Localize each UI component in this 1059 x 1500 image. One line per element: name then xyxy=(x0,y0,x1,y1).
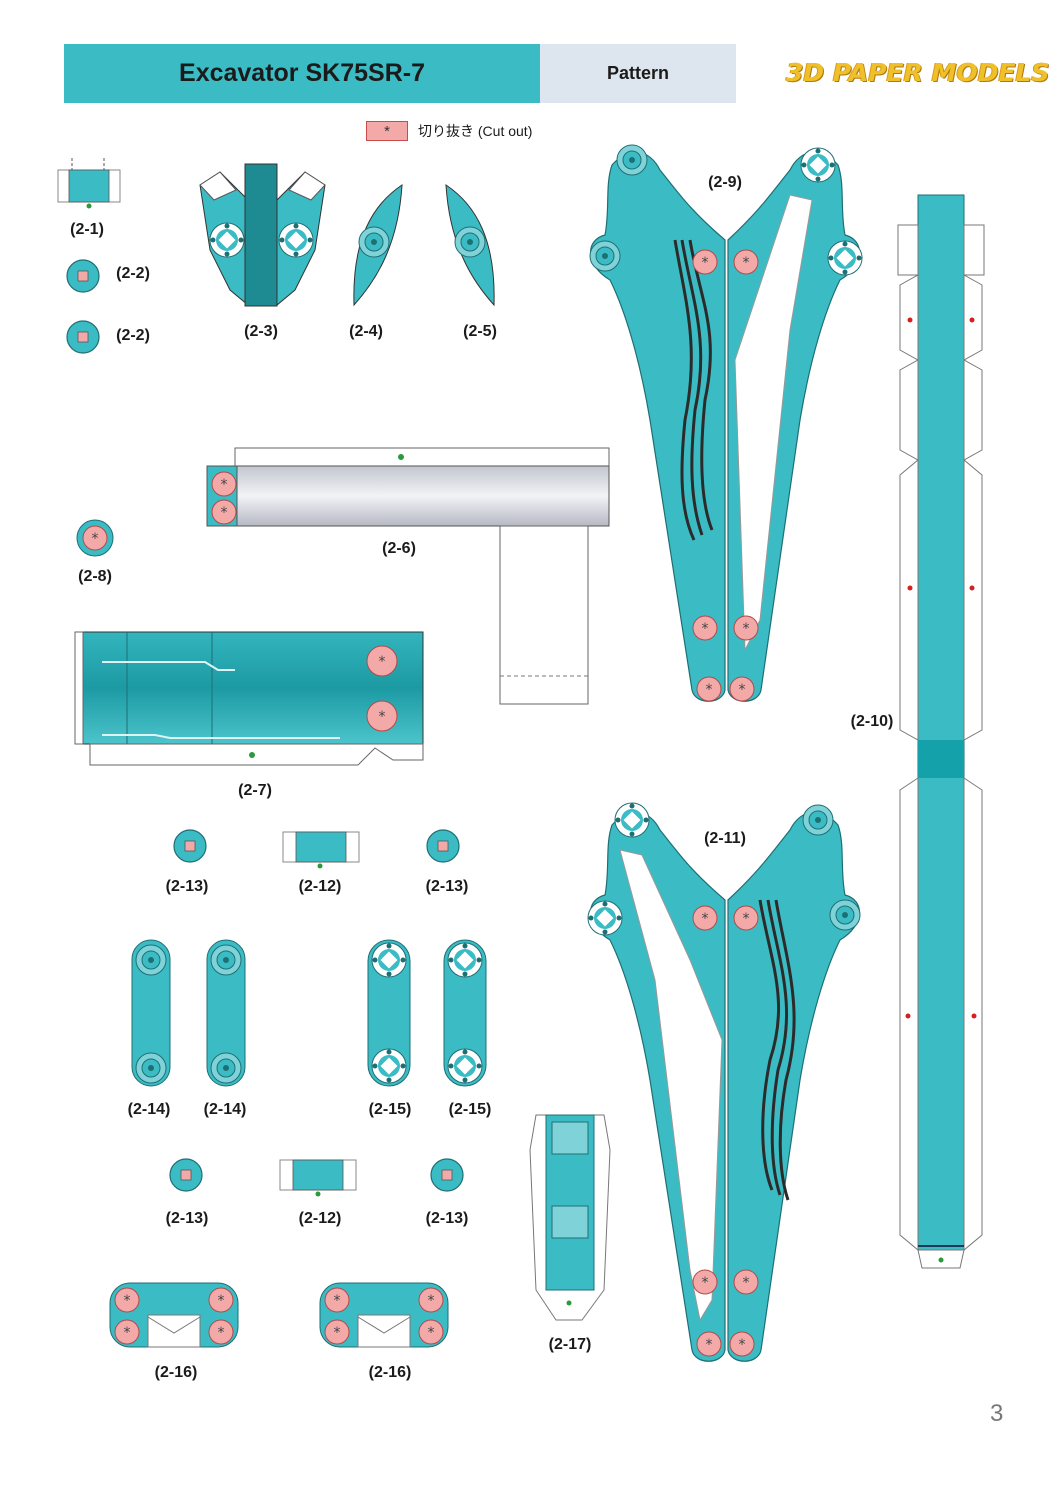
part-label: (2-13) xyxy=(165,1210,209,1227)
part-2-1 xyxy=(57,158,121,209)
part-2-14 xyxy=(131,939,171,1087)
part-label: (2-15) xyxy=(448,1101,492,1118)
part-label: (2-1) xyxy=(70,221,104,238)
part-label: (2-10) xyxy=(850,713,894,730)
header-section: Pattern xyxy=(540,44,736,103)
part-label: (2-11) xyxy=(704,830,746,847)
part-label: (2-5) xyxy=(463,323,497,340)
part-label: (2-15) xyxy=(368,1101,412,1118)
svg-text:*: * xyxy=(379,654,386,670)
part-2-2-pin xyxy=(66,320,100,354)
part-2-4 xyxy=(353,184,403,307)
part-2-16 xyxy=(109,1282,239,1348)
part-2-14 xyxy=(206,939,246,1087)
part-2-15 xyxy=(367,939,411,1087)
part-label: (2-6) xyxy=(382,540,416,557)
part-label: (2-17) xyxy=(548,1336,592,1353)
part-2-6 xyxy=(206,447,610,705)
cut-out-legend: * 切り抜き (Cut out) xyxy=(366,121,532,141)
part-2-12 xyxy=(279,1159,357,1197)
part-label: (2-14) xyxy=(203,1101,247,1118)
header-title: Excavator SK75SR-7 xyxy=(64,44,540,103)
part-2-15 xyxy=(443,939,487,1087)
part-label: (2-2) xyxy=(116,327,150,344)
part-2-3 xyxy=(199,163,326,307)
part-label: (2-14) xyxy=(127,1101,171,1118)
brand-logo: 3D PAPER MODELS xyxy=(786,58,1050,87)
part-2-13-pin xyxy=(169,1158,203,1192)
cut-out-legend-text: 切り抜き (Cut out) xyxy=(418,123,533,139)
part-2-11 xyxy=(587,802,861,1362)
part-2-5 xyxy=(445,184,495,307)
part-2-16 xyxy=(319,1282,449,1348)
part-label: (2-4) xyxy=(349,323,383,340)
part-label: (2-3) xyxy=(244,323,278,340)
part-2-10 xyxy=(897,194,985,1269)
part-2-7: * * xyxy=(74,631,424,766)
part-label: (2-13) xyxy=(425,1210,469,1227)
part-2-13-pin xyxy=(426,829,460,863)
cut-out-swatch: * xyxy=(366,121,408,141)
part-2-8 xyxy=(76,519,114,557)
part-label: (2-7) xyxy=(238,782,272,799)
part-label: (2-12) xyxy=(298,878,342,895)
part-label: (2-13) xyxy=(165,878,209,895)
part-2-12 xyxy=(282,831,360,869)
svg-text:*: * xyxy=(379,709,386,725)
part-label: (2-12) xyxy=(298,1210,342,1227)
part-label: (2-9) xyxy=(708,174,742,191)
part-2-2-pin xyxy=(66,259,100,293)
part-label: (2-2) xyxy=(116,265,150,282)
part-2-17 xyxy=(529,1114,611,1321)
part-label: (2-8) xyxy=(78,568,112,585)
part-label: (2-16) xyxy=(368,1364,412,1381)
part-2-13-pin xyxy=(430,1158,464,1192)
part-label: (2-16) xyxy=(154,1364,198,1381)
part-2-13-pin xyxy=(173,829,207,863)
part-2-9 xyxy=(589,144,863,702)
page-number: 3 xyxy=(990,1400,1004,1427)
part-label: (2-13) xyxy=(425,878,469,895)
